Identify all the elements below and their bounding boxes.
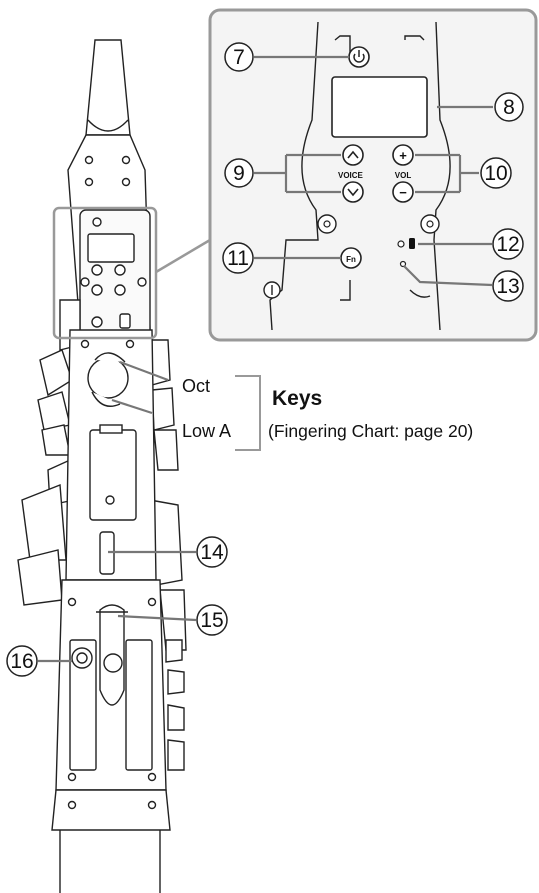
fn-label: Fn (346, 255, 356, 264)
callout-8-text: 8 (503, 96, 515, 119)
leader-lines (38, 55, 493, 663)
callout-10-text: 10 (484, 162, 507, 185)
callout-9-text: 9 (233, 162, 245, 185)
zoom-connector (52, 206, 211, 340)
callout-12-text: 12 (496, 233, 519, 256)
callout-8 (494, 92, 524, 122)
callout-16-text: 16 (10, 650, 33, 673)
callouts (6, 42, 524, 677)
callout-12 (492, 228, 524, 260)
voice-label: VOICE (338, 171, 364, 180)
power-button[interactable] (348, 46, 370, 68)
plus-sign: + (399, 148, 407, 163)
callout-7-text: 7 (233, 46, 245, 69)
battery-icon (409, 238, 415, 249)
display-screen (331, 76, 428, 138)
callout-14-text: 14 (200, 541, 224, 564)
up-arrow-icon (347, 150, 359, 159)
keys-title: Keys (272, 387, 322, 410)
oct-label: Oct (182, 376, 210, 396)
fn-button[interactable]: Fn (340, 247, 362, 269)
minus-sign: − (399, 185, 407, 200)
bell (51, 789, 171, 831)
callout-7 (224, 42, 254, 72)
low-a-label: Low A (182, 421, 231, 441)
callout-10 (480, 157, 512, 189)
callout-14 (196, 536, 228, 568)
bluetooth-icon (399, 260, 407, 268)
bluetooth-indicator (397, 240, 405, 248)
voice-up-button[interactable] (342, 144, 364, 166)
vol-up-button[interactable]: + (392, 144, 414, 166)
fingering-chart-note: (Fingering Chart: page 20) (268, 421, 473, 441)
vol-down-button[interactable]: − (392, 181, 414, 203)
callout-9 (224, 158, 254, 188)
callout-11 (222, 242, 254, 274)
callout-13-text: 13 (496, 275, 519, 298)
callout-11-text: 11 (227, 247, 249, 270)
instrument-body (17, 39, 187, 893)
vol-label: VOL (395, 171, 412, 180)
callout-numbers: 7 8 9 10 11 12 13 14 15 16 (10, 46, 519, 673)
keys-bracket (235, 375, 261, 451)
mouthpiece (85, 39, 131, 136)
callout-15-text: 15 (200, 609, 223, 632)
power-icon (353, 50, 365, 63)
mini-panel (79, 209, 151, 341)
down-arrow-icon (347, 188, 359, 197)
callout-15 (196, 604, 228, 636)
voice-down-button[interactable] (342, 181, 364, 203)
callout-16 (6, 645, 38, 677)
callout-13 (492, 270, 524, 302)
